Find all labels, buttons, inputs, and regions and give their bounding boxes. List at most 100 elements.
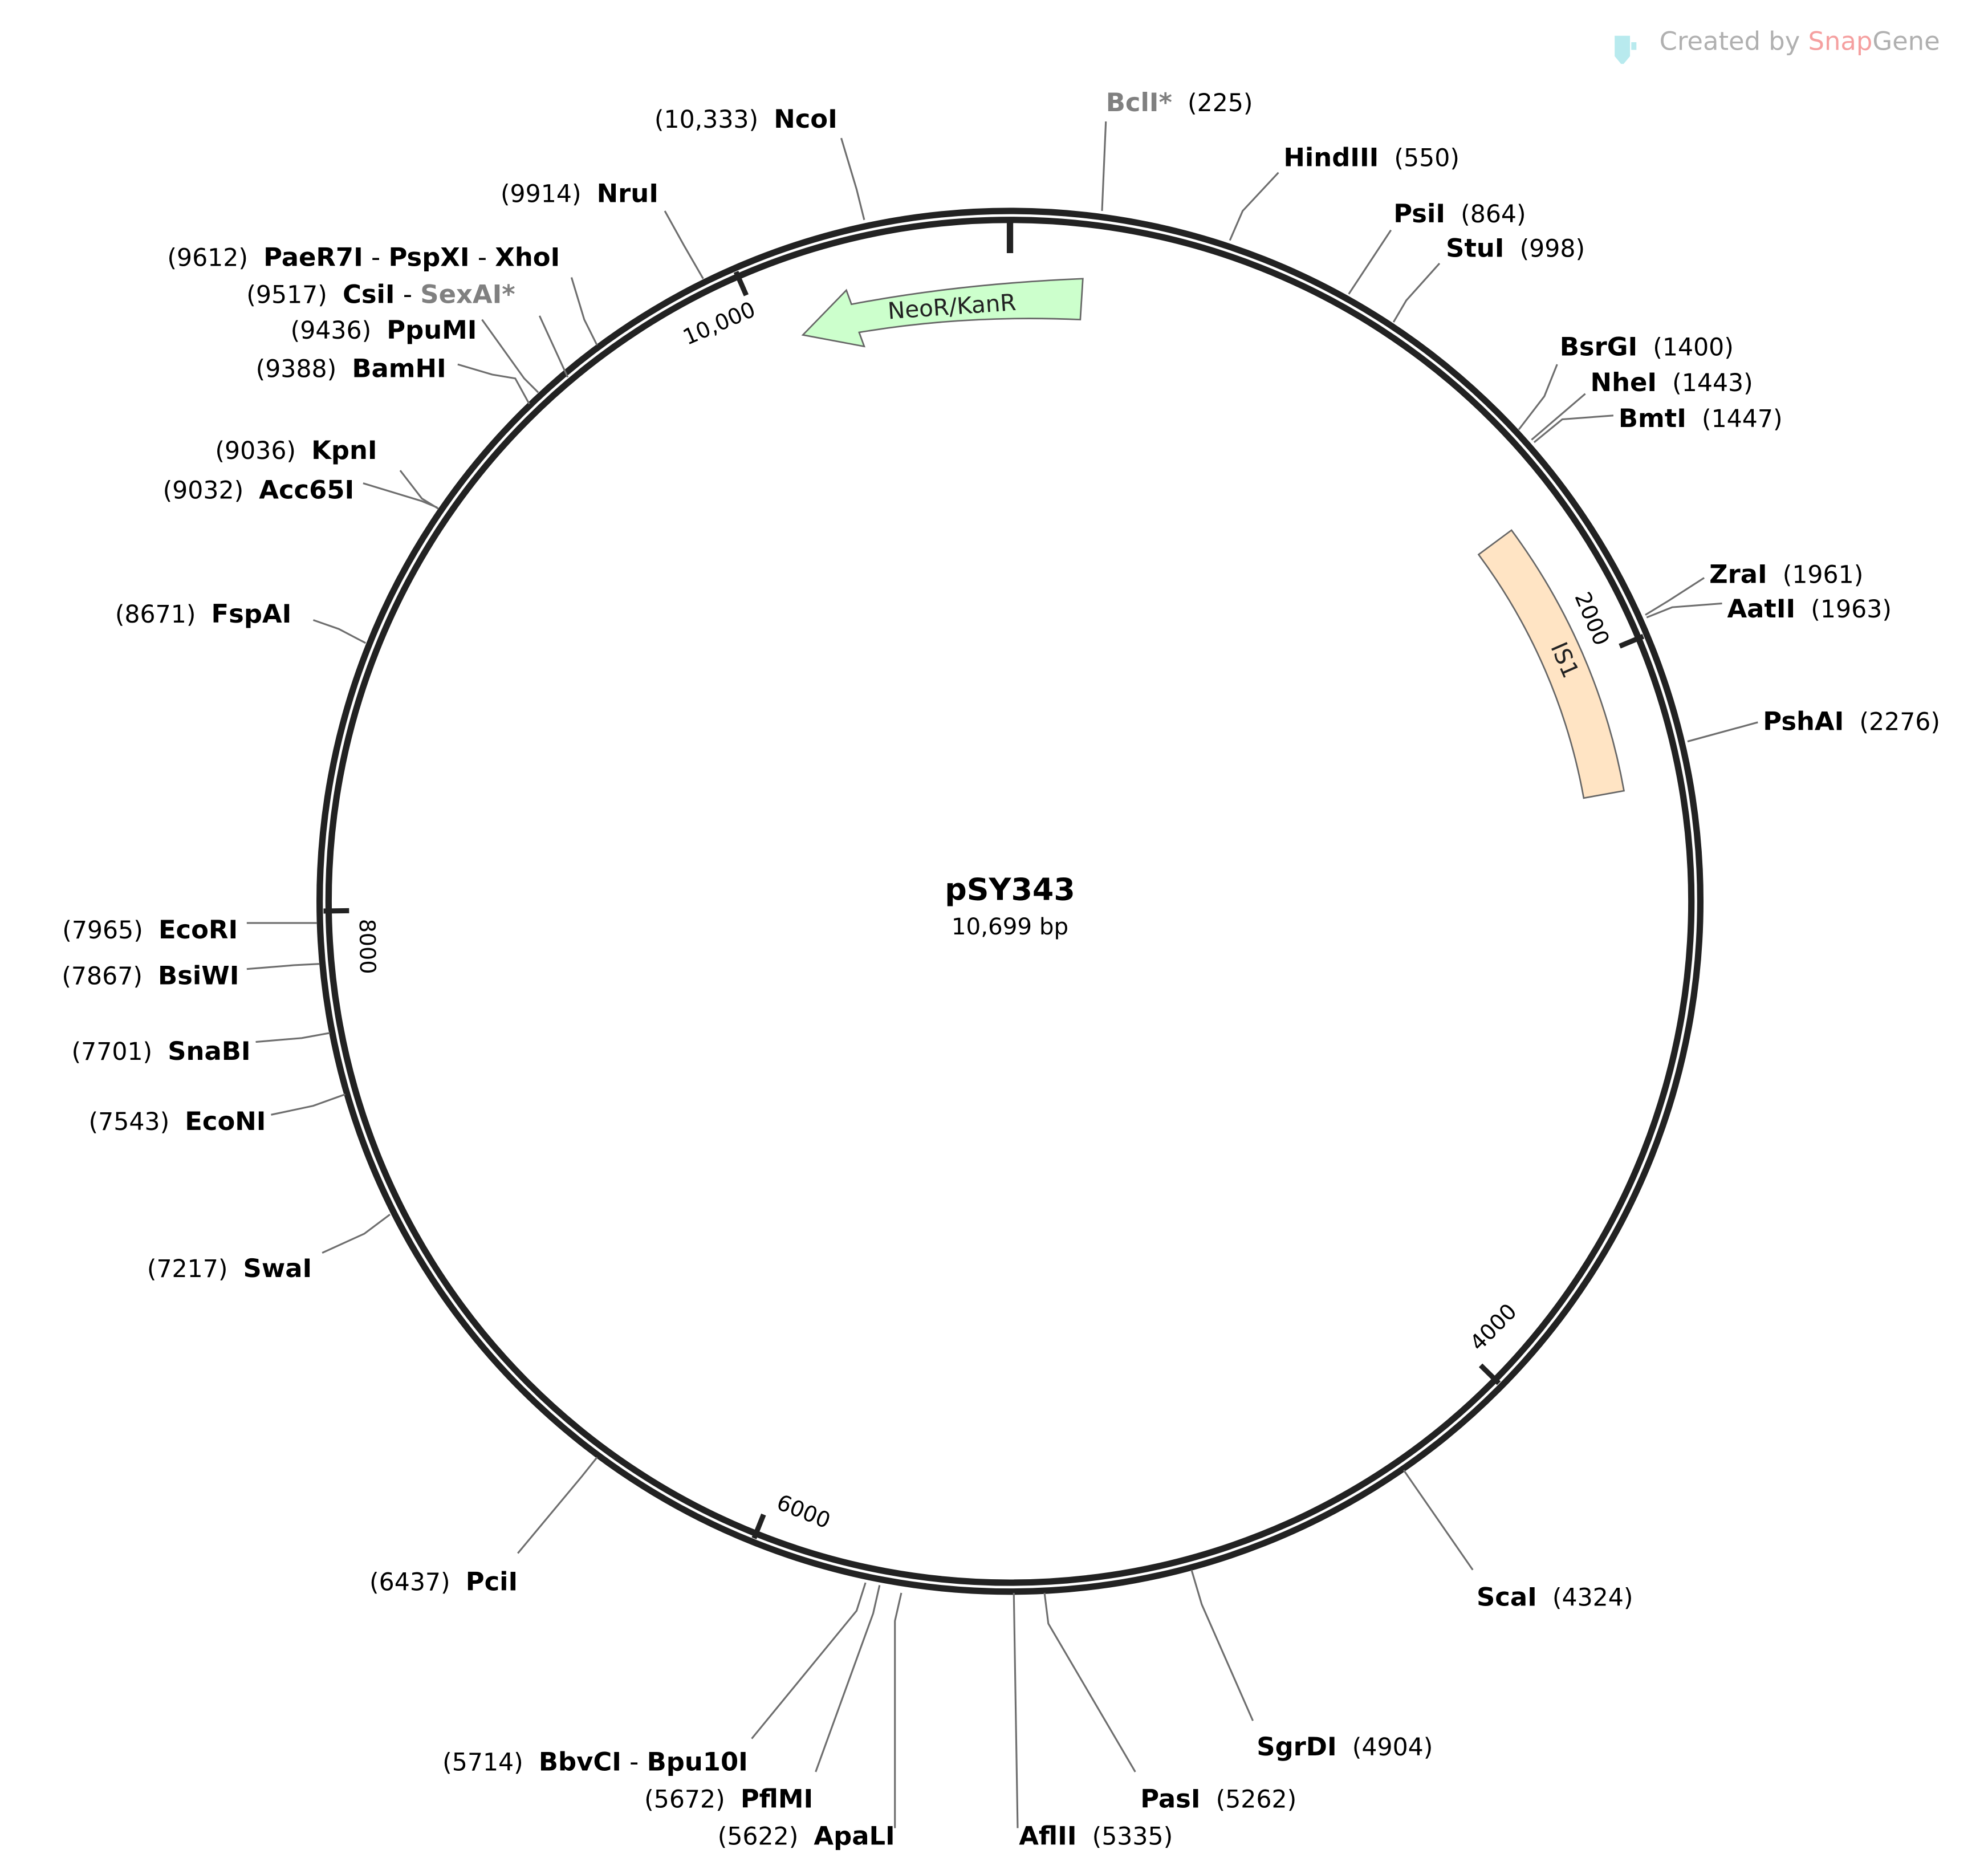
watermark-brand-snap: Snap	[1808, 26, 1873, 56]
enzyme-position: (550)	[1379, 144, 1460, 173]
enzyme-position: (9032)	[163, 477, 259, 505]
enzyme-site-pflmi[interactable]: (5672) PflMI	[644, 1585, 881, 1814]
enzyme-site-nrui[interactable]: (9914) NruI	[501, 178, 704, 279]
watermark-prefix: Created by	[1660, 26, 1808, 56]
enzyme-site-econi[interactable]: (7543) EcoNI	[89, 1093, 346, 1136]
separator: -	[395, 279, 421, 309]
enzyme-label: (7965) EcoRI	[62, 914, 238, 945]
enzyme-site-acc65i[interactable]: (9032) Acc65I	[163, 475, 438, 509]
enzyme-name: BbvCI	[539, 1747, 621, 1777]
enzyme-site-aatii[interactable]: AatII (1963)	[1646, 593, 1892, 624]
enzyme-site-fspai[interactable]: (8671) FspAI	[115, 599, 367, 644]
svg-text:Created by SnapGene: Created by SnapGene	[1660, 26, 1940, 56]
enzyme-label: NheI (1443)	[1591, 367, 1753, 397]
enzyme-position: (9388)	[256, 355, 352, 383]
enzyme-site-ecori[interactable]: (7965) EcoRI	[62, 914, 318, 945]
enzyme-name: ZraI	[1709, 559, 1767, 590]
enzyme-name: SexAI*	[420, 279, 515, 309]
enzyme-position: (6437)	[369, 1568, 466, 1596]
enzyme-position: (7701)	[72, 1038, 168, 1066]
enzyme-position: (5335)	[1077, 1823, 1173, 1851]
enzyme-position: (1443)	[1657, 369, 1753, 397]
enzyme-name: BamHI	[352, 353, 446, 383]
enzyme-site-kpni[interactable]: (9036) KpnI	[215, 435, 440, 510]
enzyme-site-zrai[interactable]: ZraI (1961)	[1645, 559, 1863, 616]
enzyme-site-ncoi[interactable]: (10,333) NcoI	[654, 104, 865, 221]
enzyme-site-bsrgi[interactable]: BsrGI (1400)	[1518, 331, 1734, 430]
leader-line	[1518, 364, 1558, 430]
enzyme-label: (7701) SnaBI	[72, 1036, 251, 1066]
enzyme-site-bamhi[interactable]: (9388) BamHI	[256, 353, 530, 405]
leader-line	[1687, 721, 1758, 743]
enzyme-site-swai[interactable]: (7217) SwaI	[147, 1213, 391, 1283]
enzyme-site-scai[interactable]: ScaI (4324)	[1402, 1469, 1633, 1612]
enzyme-name: PsiI	[1393, 198, 1445, 229]
leader-line	[322, 1213, 391, 1254]
enzyme-name: NruI	[597, 178, 658, 208]
separator: -	[363, 242, 389, 272]
enzyme-site-stui[interactable]: StuI (998)	[1392, 233, 1585, 323]
enzyme-position: (7543)	[89, 1108, 185, 1136]
enzyme-position: (8671)	[115, 600, 212, 629]
enzyme-site-pshai[interactable]: PshAI (2276)	[1687, 706, 1940, 743]
enzyme-label: BmtI (1447)	[1619, 403, 1783, 433]
enzyme-position: (10,333)	[654, 105, 774, 134]
enzyme-label: (6437) PciI	[369, 1566, 518, 1596]
leader-line	[815, 1585, 881, 1772]
enzyme-position: (998)	[1504, 235, 1585, 263]
enzyme-site-pcii[interactable]: (6437) PciI	[369, 1457, 598, 1596]
enzyme-name: PspXI	[388, 242, 469, 272]
enzyme-site-bmti[interactable]: BmtI (1447)	[1533, 403, 1783, 444]
leader-line	[457, 363, 530, 405]
tick-mark	[1478, 1363, 1501, 1385]
enzyme-site-bcli[interactable]: BclI* (225)	[1101, 87, 1253, 212]
enzyme-label: (9612) PaeR7I - PspXI - XhoI	[167, 242, 560, 272]
backbone	[316, 208, 1704, 1595]
enzyme-label: BclI* (225)	[1106, 87, 1253, 117]
enzyme-label: PasI (5262)	[1140, 1784, 1296, 1814]
enzyme-name: Acc65I	[259, 475, 354, 505]
enzyme-position: (2276)	[1844, 708, 1940, 736]
enzyme-label: (9914) NruI	[501, 178, 658, 208]
enzyme-site-psii[interactable]: PsiI (864)	[1348, 198, 1526, 295]
enzyme-name: KpnI	[311, 435, 377, 465]
enzyme-name: BclI*	[1106, 87, 1172, 117]
tick-mark	[323, 908, 349, 914]
enzyme-site-csii-sexai[interactable]: (9517) CsiI - SexAI*	[246, 279, 569, 378]
enzyme-name: Bpu10I	[647, 1747, 748, 1777]
enzyme-site-snabi[interactable]: (7701) SnaBI	[72, 1032, 330, 1066]
feature-neor-kanr[interactable]: NeoR/KanR	[801, 278, 1084, 348]
enzyme-site-bsiwi[interactable]: (7867) BsiWI	[62, 961, 320, 991]
enzyme-label: (10,333) NcoI	[654, 104, 838, 134]
enzyme-site-pasi[interactable]: PasI (5262)	[1043, 1592, 1296, 1814]
enzyme-site-nhei[interactable]: NheI (1443)	[1531, 367, 1753, 441]
leader-line	[894, 1592, 902, 1828]
enzyme-site-bbvci-bpu10i[interactable]: (5714) BbvCI - Bpu10I	[442, 1582, 867, 1777]
enzyme-position: (7867)	[62, 962, 158, 991]
enzyme-site-hindiii[interactable]: HindIII (550)	[1229, 143, 1460, 241]
enzyme-position: (9517)	[246, 280, 343, 309]
enzyme-name: EcoRI	[158, 914, 238, 945]
leader-line	[840, 137, 865, 221]
enzyme-position: (1447)	[1686, 405, 1783, 433]
enzyme-label: (9032) Acc65I	[163, 475, 355, 505]
enzyme-site-apali[interactable]: (5622) ApaLI	[718, 1592, 902, 1851]
enzyme-position: (5262)	[1201, 1786, 1297, 1814]
leader-line	[271, 1093, 346, 1116]
enzyme-name: CsiI	[343, 279, 395, 309]
enzyme-site-ppumi[interactable]: (9436) PpuMI	[291, 315, 539, 393]
leader-line	[538, 315, 569, 378]
tick-label: 4000	[1465, 1299, 1522, 1356]
enzyme-site-sgrdi[interactable]: SgrDI (4904)	[1190, 1570, 1433, 1762]
restriction-sites: BclI* (225) HindIII (550)PsiI (864)StuI (…	[62, 87, 1940, 1851]
leader-line	[664, 210, 704, 279]
leader-line	[246, 963, 320, 970]
enzyme-name: EcoNI	[185, 1106, 266, 1136]
feature-is1[interactable]: IS1	[1477, 529, 1625, 799]
enzyme-site-aflii[interactable]: AflII (5335)	[1013, 1592, 1173, 1851]
enzyme-site-paer7i-pspxi-xhoi[interactable]: (9612) PaeR7I - PspXI - XhoI	[167, 242, 598, 346]
leader-line	[751, 1582, 867, 1739]
enzyme-name: BsrGI	[1560, 331, 1637, 361]
leader-line	[517, 1457, 598, 1554]
